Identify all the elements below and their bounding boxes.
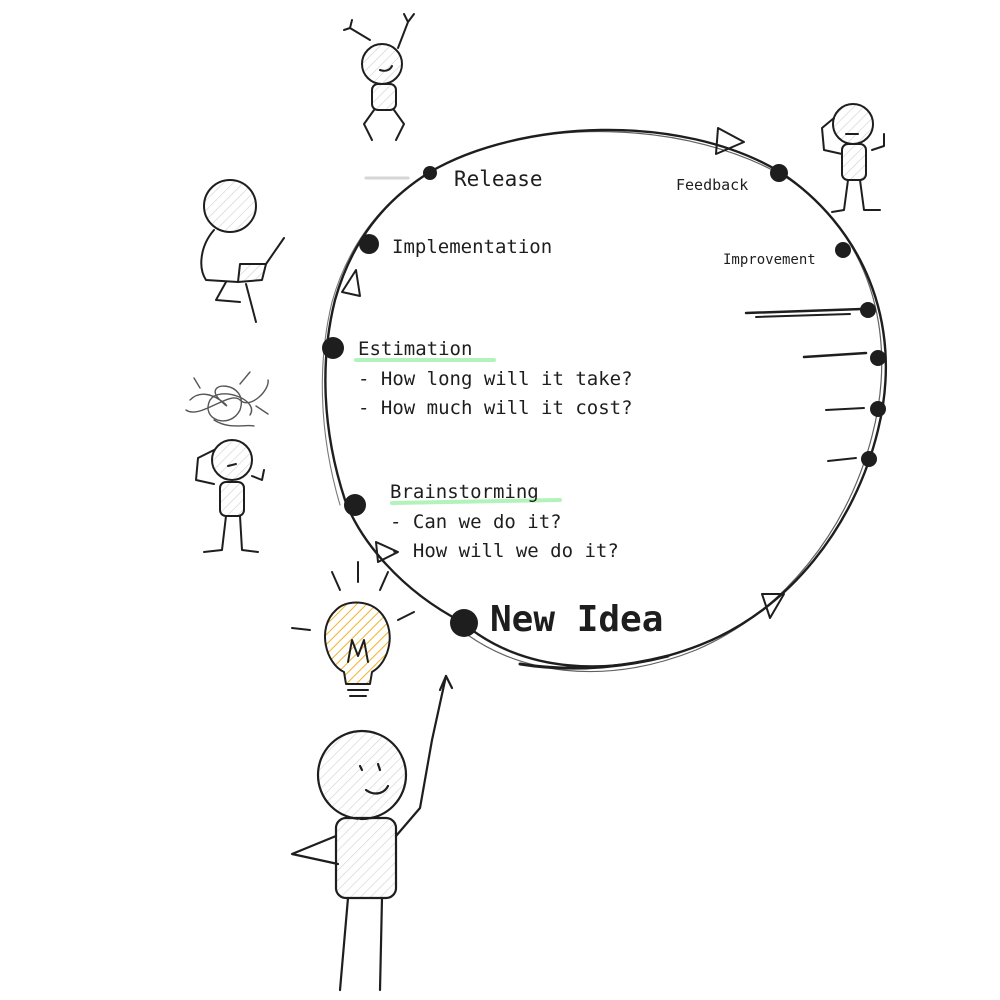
person-confused-icon [195,439,265,553]
estimation-item: - How long will it take? [358,368,633,390]
stage-dots [322,164,886,637]
arrow-top-right-icon [715,127,745,155]
dot-improvement [835,242,851,258]
feedback-label: Feedback [676,176,748,194]
estimation-title: Estimation [358,338,472,360]
new-idea-label: New Idea [490,599,663,640]
arrow-bottom-right-icon [761,593,785,619]
release-label: Release [454,167,543,191]
tangled-thoughts-icon [185,371,269,427]
dot-new-idea [450,609,478,637]
person-pointing-icon [290,674,454,992]
dot-estimation [322,337,344,359]
dot-right-4 [861,451,877,467]
lightbulb-icon [291,561,415,697]
brainstorming-item: - How will we do it? [390,540,619,562]
brainstorming-item: - Can we do it? [390,511,562,533]
dot-implementation [359,234,379,254]
dot-feedback [770,164,788,182]
dot-right-2 [870,350,886,366]
implementation-label: Implementation [392,236,552,258]
placeholder-lines [744,307,868,462]
arrow-bottom-left-icon [375,541,399,563]
dot-right-1 [860,302,876,318]
dot-release [423,166,437,180]
brainstorming-title: Brainstorming [390,481,539,503]
dot-brainstorming [344,494,366,516]
improvement-label: Improvement [723,252,816,268]
estimation-item: - How much will it cost? [358,397,633,419]
person-jumping-icon [343,13,415,180]
direction-arrows [341,127,785,619]
person-laptop-icon [200,179,285,323]
arrow-left-icon [341,269,361,297]
dot-right-3 [870,401,886,417]
person-thinking-icon [821,103,885,213]
brainstorming-highlight [390,498,562,505]
